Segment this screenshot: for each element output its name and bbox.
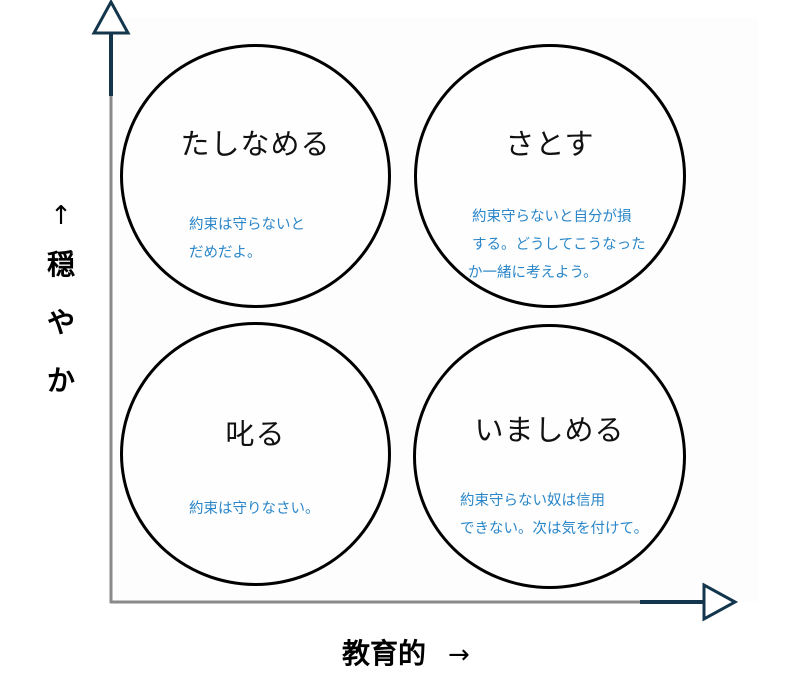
- right-arrow-icon: →: [448, 640, 470, 670]
- quadrant-description: 約束は守りなさい。: [189, 501, 320, 517]
- x-axis-arrowhead-icon: [702, 582, 739, 622]
- quadrant-tashinameru: たしなめる 約束は守らないと だめだよ。: [120, 44, 391, 308]
- quadrant-satosu: さとす 約束守らないと自分が損 する。どうしてこうなった か一緒に考えよう。: [414, 44, 686, 308]
- y-axis-label: ↑ 穏 や か: [36, 196, 86, 410]
- x-axis-label: 教育的→: [342, 637, 470, 670]
- quadrant-description: 約束守らないと自分が損 する。どうしてこうなった か一緒に考えよう。: [468, 209, 646, 281]
- quadrant-title: 叱る: [225, 417, 286, 451]
- quadrant-imashimeru: いましめる 約束守らない奴は信用 できない。次は気を付けて。: [413, 324, 686, 589]
- quadrant-description: 約束は守らないと だめだよ。: [189, 217, 305, 261]
- quadrant-title: いましめる: [474, 413, 625, 447]
- quadrant-shikaru: 叱る 約束は守りなさい。: [120, 322, 391, 586]
- quadrant-title: たしなめる: [180, 127, 331, 161]
- quadrant-description: 約束守らない奴は信用 できない。次は気を付けて。: [460, 493, 649, 537]
- y-axis-arrowhead-icon: [91, 0, 131, 35]
- up-arrow-icon: ↑: [50, 201, 72, 231]
- quadrant-title: さとす: [505, 127, 595, 161]
